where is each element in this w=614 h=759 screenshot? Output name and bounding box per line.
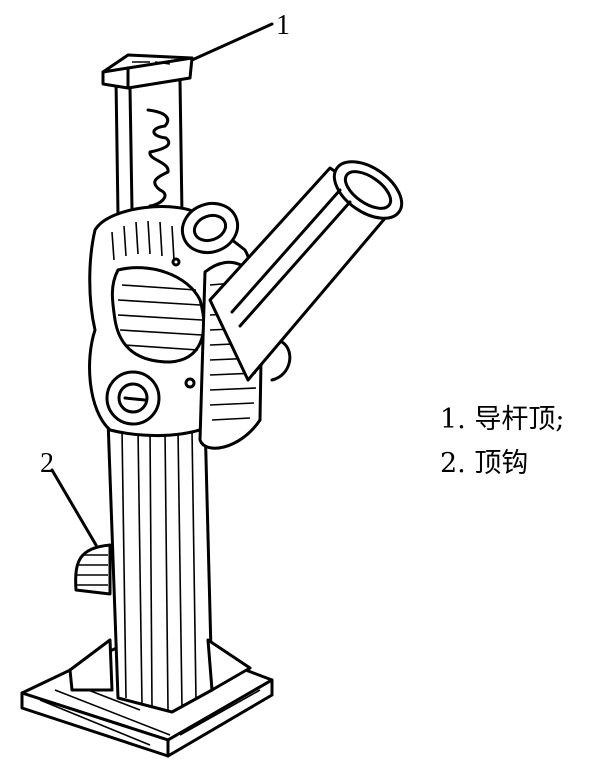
handle-tube	[208, 160, 404, 382]
leader-lines	[50, 22, 274, 547]
column-body	[68, 418, 252, 714]
lever-socket	[180, 201, 240, 255]
figure-legend: 1. 导杆顶; 2. 顶钩	[440, 398, 564, 486]
top-cap	[101, 53, 194, 90]
legend-item-top-cap: 1. 导杆顶;	[440, 404, 565, 435]
gear-housing	[88, 205, 258, 438]
callout-number-2: 2	[40, 448, 54, 479]
rack-bar	[114, 78, 184, 217]
legend-item-toe-hook: 2. 顶钩	[440, 448, 529, 479]
callout-number-1: 1	[276, 10, 290, 41]
toe-hook	[74, 543, 112, 596]
